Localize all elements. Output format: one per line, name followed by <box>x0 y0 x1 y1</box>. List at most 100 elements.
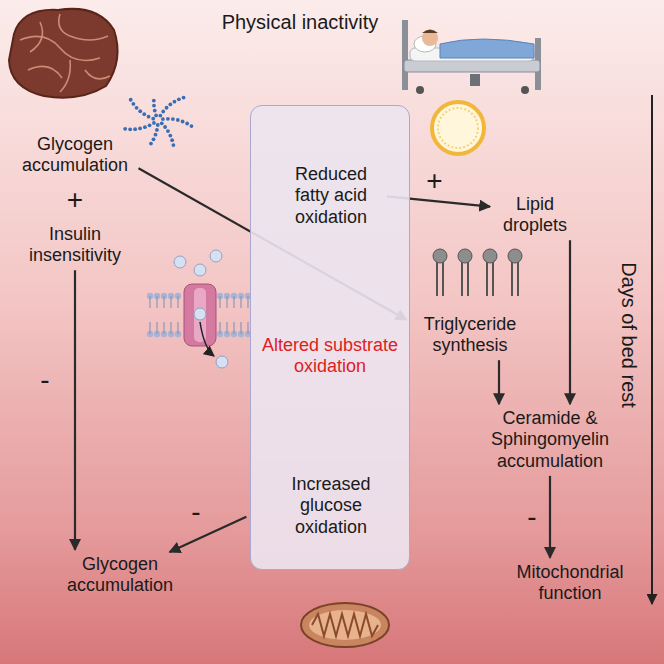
glycogen-granule-part <box>152 121 156 125</box>
axis-label: Days of bed rest <box>617 262 640 408</box>
triglyceride-molecules-part <box>483 249 497 263</box>
glucose-transporter-part <box>247 296 248 308</box>
glucose-transporter-part <box>149 296 150 308</box>
node-text: Lipid droplets <box>494 194 576 236</box>
glycogen-granule-part <box>171 117 175 121</box>
hospital-bed-part <box>402 20 408 90</box>
glucose-transporter-part <box>210 250 222 262</box>
glycogen-granule-part <box>182 96 186 100</box>
glycogen-granule-part <box>133 127 137 131</box>
glycogen-granule-part <box>152 104 156 108</box>
text-node: Glycogen accumulation <box>56 554 184 596</box>
glucose-transporter-part <box>156 322 157 334</box>
glycogen-granule-part <box>185 122 189 126</box>
triglyceride-molecules-part <box>437 258 443 296</box>
node-text: Glycogen accumulation <box>15 134 135 176</box>
text-node: Triglyceride synthesis <box>410 314 530 356</box>
glucose-transporter-part <box>194 264 206 276</box>
node-text: Increased glucose oxidation <box>275 474 387 538</box>
free-label: + <box>67 184 83 216</box>
glucose-transporter-part <box>240 296 241 308</box>
glycogen-granule-part <box>128 127 132 131</box>
hospital-bed-part <box>416 86 424 94</box>
glycogen-granule-part <box>129 98 133 102</box>
hospital-bed-part <box>422 30 438 34</box>
arrow-connector <box>498 360 500 404</box>
glycogen-granule-part <box>152 99 156 103</box>
lipid-droplet-part <box>438 108 478 148</box>
glucose-transporter-part <box>177 322 178 334</box>
glucose-transporter-part <box>219 322 220 334</box>
glucose-transporter-part <box>170 296 171 308</box>
glucose-transporter-part <box>184 284 216 346</box>
glucose-transporter-part <box>219 296 220 308</box>
glycogen-granule-part <box>163 125 167 129</box>
hospital-bed-part <box>470 74 480 86</box>
node-text: Mitochondrial function <box>509 562 631 604</box>
glycogen-granule-part <box>158 114 162 118</box>
glycogen-granule-part <box>155 128 159 132</box>
glycogen-granule-part <box>171 143 175 147</box>
hospital-bed <box>402 20 541 94</box>
triglyceride-molecules <box>433 249 522 296</box>
glucose-transporter-part <box>240 322 241 334</box>
glycogen-granule-part <box>151 117 155 121</box>
glycogen-granule-part <box>152 137 156 141</box>
glucose-transporter-part <box>247 322 248 334</box>
glycogen-granule <box>123 96 193 147</box>
glucose-transporter-part <box>177 296 178 308</box>
triglyceride-molecules-part <box>512 258 518 296</box>
mitochondrion-part <box>312 614 378 636</box>
glucose-transporter-part <box>216 356 228 368</box>
glycogen-granule-part <box>138 109 142 113</box>
glycogen-granule-part <box>173 100 177 104</box>
node-text: Altered substrate oxidation <box>251 335 409 377</box>
mitochondrion <box>301 603 389 647</box>
lipid-droplet-part <box>432 102 484 154</box>
text-node: Ceramide & Sphingomyelin accumulation <box>487 408 613 472</box>
edge-sign: + <box>426 165 442 197</box>
glycogen-granule-part <box>181 120 185 124</box>
edge-sign: - <box>527 501 536 533</box>
glucose-transporter-part <box>233 296 234 308</box>
glycogen-granule-part <box>170 138 174 142</box>
mitochondrion-part <box>301 603 389 647</box>
glucose-transporter-part <box>226 296 227 308</box>
free-label: Physical inactivity <box>222 11 379 34</box>
edge-sign: - <box>191 496 200 528</box>
hospital-bed-part <box>521 86 529 94</box>
time-arrow <box>651 95 653 604</box>
arrow-connector <box>74 270 76 550</box>
glucose-transporter-part <box>163 322 164 334</box>
glycogen-granule-part <box>147 115 151 119</box>
muscle-tissue-part <box>20 14 110 92</box>
node-text: Glycogen accumulation <box>56 554 184 596</box>
node-text: Reduced fatty acid oxidation <box>279 164 383 228</box>
hospital-bed-part <box>404 60 540 72</box>
mitochondrion-part <box>309 610 381 640</box>
arrow-connector <box>170 517 247 552</box>
text-node: Increased glucose oxidation <box>275 474 387 538</box>
glycogen-granule-part <box>143 125 147 129</box>
glycogen-granule-part <box>123 127 127 131</box>
triglyceride-molecules-part <box>433 249 447 263</box>
glycogen-granule-part <box>190 124 194 128</box>
triglyceride-molecules-part <box>462 258 468 296</box>
glycogen-granule-part <box>132 102 136 106</box>
glycogen-granule-part <box>176 118 180 122</box>
glycogen-granule-part <box>166 117 170 121</box>
hospital-bed-part <box>422 30 438 46</box>
glycogen-granule-part <box>166 129 170 133</box>
arrow-connector <box>549 476 551 558</box>
glycogen-granule-part <box>168 134 172 138</box>
glycogen-granule-part <box>156 123 160 127</box>
glycogen-granule-part <box>154 133 158 137</box>
glucose-transporter-part <box>233 322 234 334</box>
triglyceride-molecules-part <box>458 249 472 263</box>
glycogen-granule-part <box>177 97 181 101</box>
glycogen-granule-part <box>168 103 172 107</box>
glycogen-granule-part <box>161 110 165 114</box>
glycogen-granule-part <box>138 127 142 131</box>
glucose-transporter-part <box>194 308 206 320</box>
node-text: Triglyceride synthesis <box>410 314 530 356</box>
